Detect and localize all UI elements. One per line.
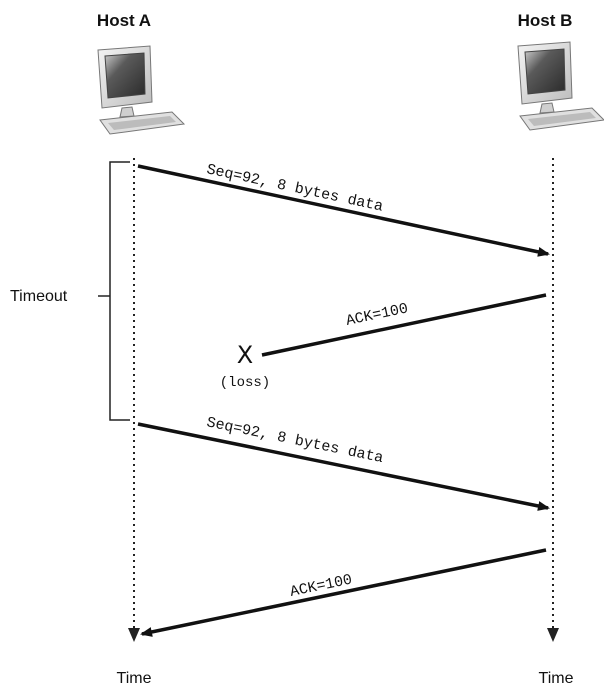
desktop-computer-icon: [97, 45, 186, 135]
desktop-computer-icon: [517, 41, 604, 131]
timeout-bracket: [109, 161, 130, 421]
host-b-label: Host B: [518, 11, 573, 30]
timeout-label: Timeout: [10, 288, 68, 305]
message-label-seq-1: Seq=92, 8 bytes data: [205, 161, 385, 215]
loss-x-marker: X: [237, 341, 253, 369]
host-b-time-label: Time: [539, 670, 574, 687]
message-arrow-ack-lost: [261, 293, 547, 357]
host-a-time-arrow: [128, 628, 140, 642]
message-label-seq-2: Seq=92, 8 bytes data: [205, 414, 385, 467]
host-a-time-label: Time: [117, 670, 152, 687]
message-arrow-seq-2: [137, 422, 550, 511]
message-arrow-seq-1: [137, 164, 550, 257]
loss-label: (loss): [220, 375, 270, 391]
host-b-time-arrow: [547, 628, 559, 642]
message-arrow-ack-2: [140, 548, 547, 637]
host-a-label: Host A: [97, 11, 151, 30]
